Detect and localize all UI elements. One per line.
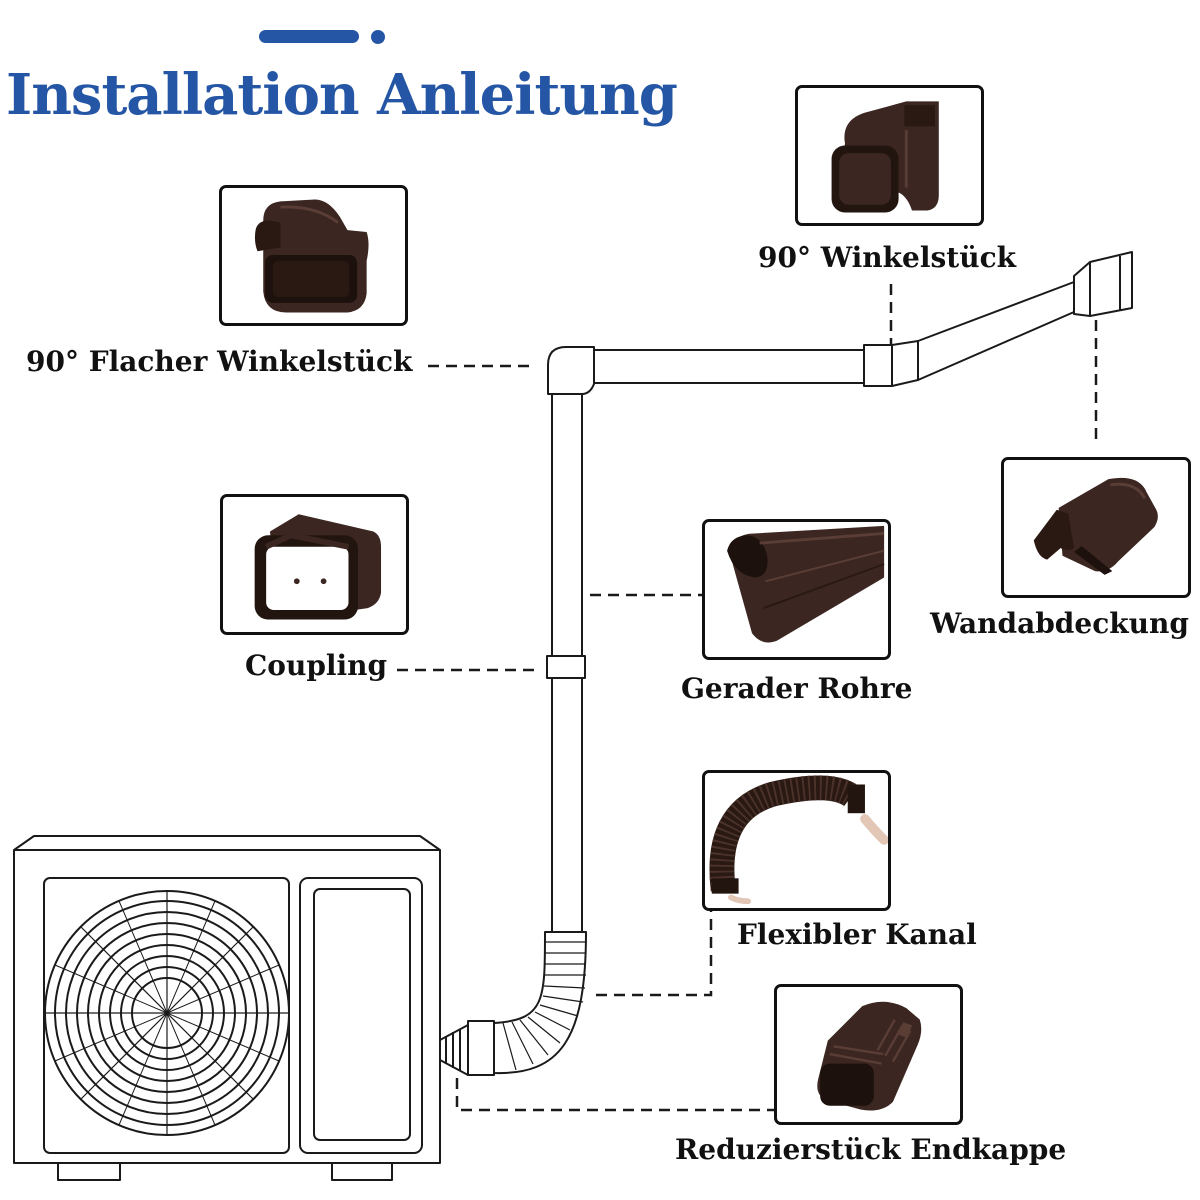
label-elbow: 90° Winkelstück [758, 241, 1017, 274]
wall-cover-on-drawing [1073, 251, 1133, 317]
vertical-straight-pipe [546, 392, 586, 933]
flat-elbow-photo [219, 185, 408, 326]
diagonal-pipe-to-wall [917, 281, 1075, 381]
end-cap-on-unit [439, 1020, 495, 1076]
horizontal-straight-pipe [593, 349, 865, 384]
label-end-cap: Reduzierstück Endkappe [675, 1133, 1067, 1166]
outdoor-ac-unit [13, 835, 441, 1181]
wall-cover-photo [1001, 457, 1191, 598]
title-accent-dot [371, 30, 385, 44]
leader-lines [397, 284, 1098, 1112]
label-wall-cover: Wandabdeckung [930, 607, 1189, 640]
elbow-photo [795, 85, 984, 226]
flexible-duct-photo [702, 770, 891, 911]
flexible-duct-on-drawing [493, 931, 587, 1075]
label-coupling: Coupling [245, 649, 388, 682]
label-straight-pipe: Gerader Rohre [681, 672, 913, 705]
straight-pipe-photo [702, 519, 891, 660]
title-accent-bar [259, 30, 359, 43]
label-flat-elbow: 90° Flacher Winkelstück [26, 345, 413, 378]
coupling-photo [220, 494, 409, 635]
flat-elbow-on-drawing [547, 346, 595, 395]
page-title: Installation Anleitung [6, 62, 678, 128]
elbow-on-drawing [863, 340, 919, 387]
end-cap-photo [774, 984, 963, 1125]
label-flexible-duct: Flexibler Kanal [737, 918, 977, 951]
